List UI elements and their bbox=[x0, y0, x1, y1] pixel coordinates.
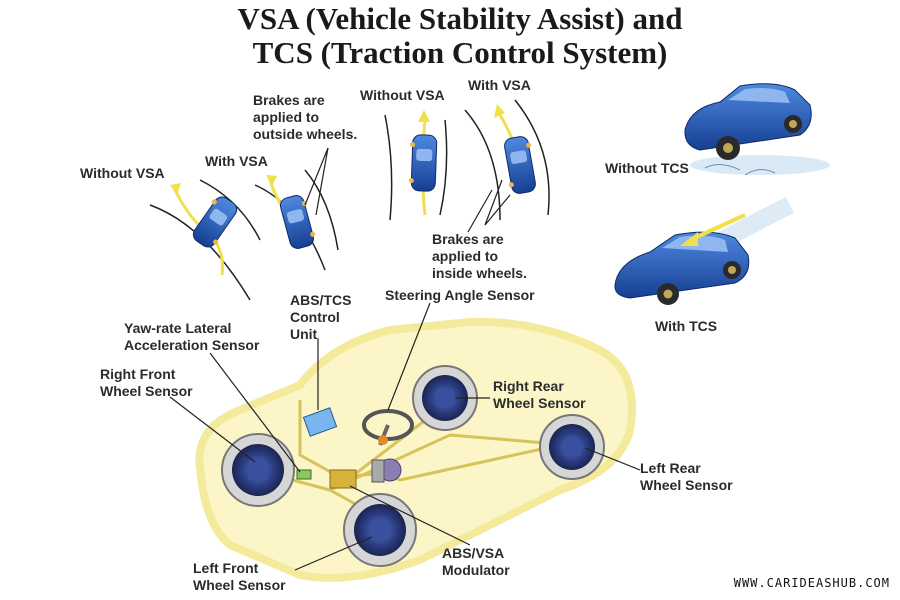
car-top-view-without-vsa-left bbox=[192, 196, 238, 248]
left-front-wheel bbox=[343, 493, 417, 567]
label-left-front-wheel-sensor-line2: Wheel Sensor bbox=[193, 577, 286, 593]
label-inside-wheels-line2: applied to bbox=[432, 248, 499, 264]
label-outside-wheels-line3: outside wheels. bbox=[253, 126, 358, 142]
label-outside-wheels-line1: Brakes are bbox=[253, 92, 325, 108]
steering-wheel bbox=[362, 409, 414, 446]
left-rear-wheel bbox=[539, 414, 605, 480]
label-inside-wheels-line3: inside wheels. bbox=[432, 265, 527, 281]
label-abs-tcs-control-unit-line2: Control bbox=[290, 309, 340, 325]
label-without-tcs: Without TCS bbox=[605, 160, 689, 176]
label-left-rear-wheel-sensor-line2: Wheel Sensor bbox=[640, 477, 733, 493]
label-with-vsa-left: With VSA bbox=[205, 153, 268, 169]
label-without-vsa-left: Without VSA bbox=[80, 165, 165, 181]
yaw-rate-sensor-box bbox=[296, 469, 312, 480]
car-top-view-with-vsa-left bbox=[279, 195, 316, 249]
label-yaw-rate-sensor-line1: Yaw-rate Lateral bbox=[124, 320, 232, 336]
abs-vsa-modulator-unit bbox=[329, 458, 402, 489]
label-abs-tcs-control-unit-line3: Unit bbox=[290, 326, 318, 342]
label-with-vsa-right: With VSA bbox=[468, 77, 531, 93]
right-rear-wheel bbox=[412, 365, 478, 431]
tcs-car-without-tcs bbox=[684, 83, 830, 176]
label-right-rear-wheel-sensor-line2: Wheel Sensor bbox=[493, 395, 586, 411]
label-left-front-wheel-sensor-line1: Left Front bbox=[193, 560, 259, 576]
diagram-title-line-2: TCS (Traction Control System) bbox=[252, 35, 668, 70]
diagram-title-line-1: VSA (Vehicle Stability Assist) and bbox=[237, 1, 683, 36]
label-with-tcs: With TCS bbox=[655, 318, 718, 334]
label-left-rear-wheel-sensor-line1: Left Rear bbox=[640, 460, 701, 476]
tcs-car-with-tcs bbox=[614, 196, 795, 305]
label-inside-wheels-line1: Brakes are bbox=[432, 231, 504, 247]
label-right-front-wheel-sensor-line2: Wheel Sensor bbox=[100, 383, 193, 399]
label-abs-vsa-modulator-line1: ABS/VSA bbox=[442, 545, 505, 561]
car-top-view-without-vsa-right bbox=[408, 134, 438, 192]
label-outside-wheels-line2: applied to bbox=[253, 109, 320, 125]
label-steering-angle-sensor: Steering Angle Sensor bbox=[385, 287, 535, 303]
abs-tcs-control-unit-box bbox=[302, 407, 338, 437]
component-leader-lines bbox=[169, 302, 641, 571]
label-yaw-rate-sensor-line2: Acceleration Sensor bbox=[124, 337, 260, 353]
watermark-url: WWW.CARIDEASHUB.COM bbox=[733, 576, 890, 590]
brake-note-leaders bbox=[304, 147, 511, 233]
label-without-vsa-right: Without VSA bbox=[360, 87, 445, 103]
label-abs-vsa-modulator-line2: Modulator bbox=[442, 562, 510, 578]
right-front-wheel bbox=[221, 433, 295, 507]
label-abs-tcs-control-unit-line1: ABS/TCS bbox=[290, 292, 352, 308]
label-right-front-wheel-sensor-line1: Right Front bbox=[100, 366, 176, 382]
label-right-rear-wheel-sensor-line1: Right Rear bbox=[493, 378, 564, 394]
car-top-view-with-vsa-right bbox=[504, 136, 536, 194]
